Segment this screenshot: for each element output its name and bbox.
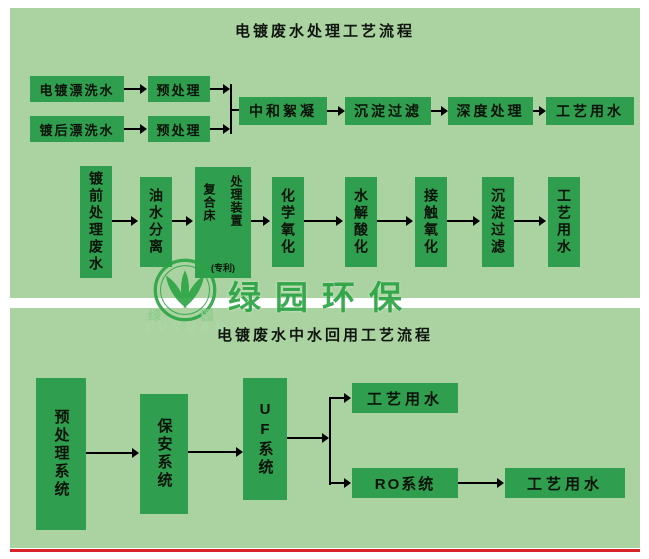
flow-arrow <box>330 393 351 403</box>
box-hydrolysis-acidification: 水解酸化 <box>345 177 377 267</box>
box-label: 水解酸化 <box>353 188 369 256</box>
flow-arrow <box>112 216 138 226</box>
box-pretreatment-system: 预处理系统 <box>36 378 86 530</box>
flow-arrow <box>533 106 546 116</box>
box-pre-plating-wastewater: 镀前处理废水 <box>80 166 112 278</box>
bottom-red-line <box>10 549 640 552</box>
box-sedimentation-filtration-2: 沉淀过滤 <box>482 177 514 267</box>
box-chemical-oxidation: 化学氧化 <box>272 177 304 267</box>
flow-arrow <box>447 216 480 226</box>
box-label: 沉淀过滤 <box>490 188 506 256</box>
bottom-flow-title: 电镀废水中水回用工艺流程 <box>216 327 433 344</box>
flow-arrow <box>514 216 546 226</box>
box-label: 保安系统 <box>155 418 173 490</box>
leaf-logo-icon <box>153 258 217 322</box>
box-label: UF系统 <box>256 401 274 477</box>
flow-arrow <box>210 124 230 134</box>
box-pretreatment-2: 预处理 <box>148 116 210 142</box>
flow-arrow <box>188 447 243 457</box>
box-label: 预处理系统 <box>52 409 70 499</box>
flow-arrow <box>431 106 448 116</box>
box-label: 化学氧化 <box>280 188 296 256</box>
watermark-brand-text: 绿园环保 <box>228 279 416 316</box>
panel-bottom <box>10 308 640 548</box>
box-neutralization-flocculation: 中和絮凝 <box>239 97 327 125</box>
connector-line <box>329 397 331 485</box>
box-security-filter-system: 保安系统 <box>140 394 188 514</box>
watermark-brand-small: 绿 园 <box>148 308 232 323</box>
flow-arrow <box>124 124 147 134</box>
box-label: 复合床 <box>202 183 216 222</box>
flow-arrow <box>172 216 193 226</box>
flow-arrow <box>251 216 270 226</box>
flow-arrow <box>304 216 343 226</box>
box-label: 镀前处理废水 <box>88 171 104 273</box>
box-pretreatment-1: 预处理 <box>148 76 210 102</box>
box-composite-bed-device: 复合床 处理装置 (专利) <box>195 167 251 278</box>
box-ro-system: RO系统 <box>352 468 458 498</box>
box-oil-water-separation: 油水分离 <box>140 177 172 267</box>
top-flow-title: 电镀废水处理工艺流程 <box>234 23 415 40</box>
patent-note: (专利) <box>211 263 235 273</box>
flow-arrow <box>210 84 230 94</box>
flow-arrow <box>458 478 504 488</box>
flow-arrow <box>327 106 345 116</box>
box-plating-rinse-water: 电镀漂洗水 <box>30 76 124 102</box>
box-label: 处理装置 <box>229 175 243 227</box>
box-process-water: 工艺用水 <box>546 97 634 125</box>
box-label: 接触氧化 <box>423 188 439 256</box>
flow-arrow <box>86 448 139 458</box>
box-uf-system: UF系统 <box>243 378 287 500</box>
box-contact-oxidation: 接触氧化 <box>415 177 447 267</box>
box-label: 工艺用水 <box>556 188 572 256</box>
connector-line <box>231 109 239 111</box>
flow-arrow <box>287 433 329 443</box>
box-process-water-ro: 工艺用水 <box>505 468 625 498</box>
box-process-water-uf: 工艺用水 <box>352 383 458 413</box>
box-sedimentation-filtration: 沉淀过滤 <box>345 97 431 125</box>
watermark-brand-latin: LVYUAN <box>146 320 231 334</box>
flow-arrow <box>330 478 351 488</box>
box-process-water-2: 工艺用水 <box>548 177 580 267</box>
flow-arrow <box>377 216 413 226</box>
flow-arrow <box>124 84 147 94</box>
panel-top <box>10 8 640 298</box>
box-label: 油水分离 <box>148 188 164 256</box>
box-advanced-treatment: 深度处理 <box>448 97 533 125</box>
box-post-plating-rinse-water: 镀后漂洗水 <box>30 116 124 142</box>
